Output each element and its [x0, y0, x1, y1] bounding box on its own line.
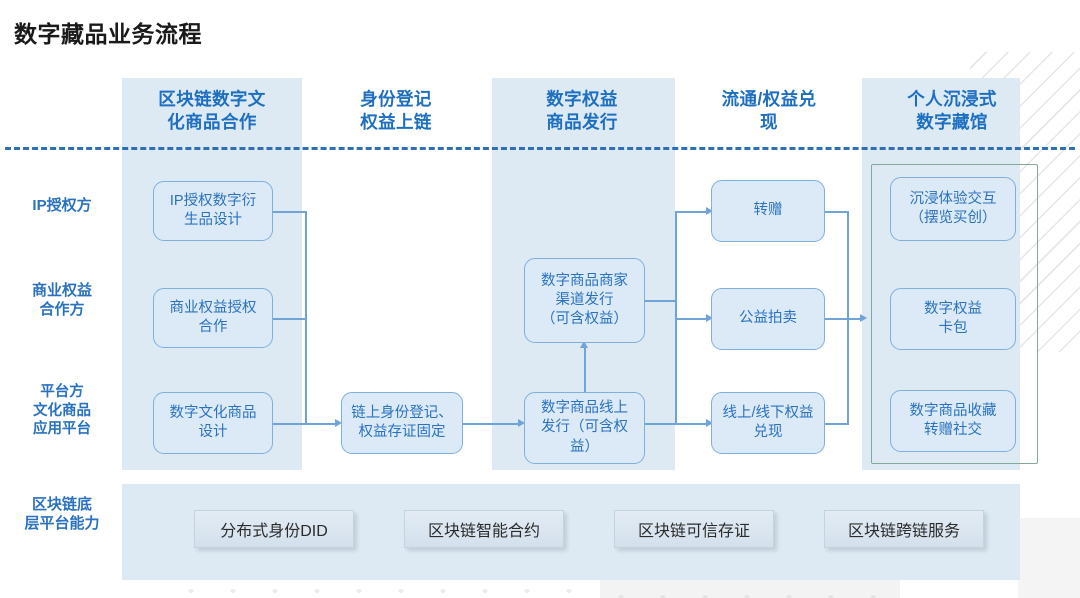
- connector-bus-to-museum: [825, 318, 863, 320]
- capability-smart-contract[interactable]: 区块链智能合约: [404, 510, 564, 548]
- box-cultural-goods-design[interactable]: 数字文化商品设计: [153, 392, 273, 454]
- corner-block-decoration: [1018, 518, 1080, 598]
- connector-online-to-merchant: [584, 348, 586, 393]
- box-rights-redemption[interactable]: 线上/线下权益兑现: [711, 392, 825, 454]
- column-header-identity-registration: 身份登记权益上链: [360, 89, 432, 133]
- box-immersive-experience[interactable]: 沉浸体验交互（摆览买创）: [890, 177, 1016, 241]
- page-title: 数字藏品业务流程: [14, 21, 202, 47]
- arrow-into-online-issue: [518, 419, 525, 427]
- row-label-ip-licensor: IP授权方: [32, 197, 92, 214]
- connector-commercial-to-hub: [273, 318, 306, 320]
- arrow-into-museum: [860, 314, 867, 322]
- capability-cross-chain-service[interactable]: 区块链跨链服务: [824, 510, 984, 548]
- box-rights-card-package[interactable]: 数字权益卡包: [890, 288, 1016, 350]
- connector-redeem-to-museum-bus: [825, 423, 849, 425]
- column-header-rights-issuance: 数字权益商品发行: [546, 89, 618, 133]
- column-header-blockchain-cooperation: 区块链数字文化商品合作: [158, 89, 266, 133]
- connector-bus-to-chain-identity: [305, 423, 336, 425]
- header-divider: [5, 147, 1075, 150]
- connector-online-to-hub: [645, 423, 676, 425]
- arrow-into-auction: [706, 314, 713, 322]
- connector-cultural-to-hub: [273, 423, 306, 425]
- arrow-into-chain-identity: [335, 419, 342, 427]
- connector-chain-identity-to-online-issue: [463, 423, 521, 425]
- box-online-issuance[interactable]: 数字商品线上发行（可含权益）: [524, 392, 645, 464]
- connector-gift-to-museum-bus: [825, 211, 849, 213]
- row-label-blockchain-layer: 区块链底层平台能力: [24, 496, 100, 533]
- row-label-commercial-partner: 商业权益合作方: [31, 282, 92, 319]
- connector-column1-bus: [305, 211, 307, 424]
- box-ip-derivative-design[interactable]: IP授权数字衍生品设计: [153, 181, 273, 241]
- box-commercial-rights-cooperation[interactable]: 商业权益授权合作: [153, 288, 273, 348]
- arrow-into-gift: [706, 207, 713, 215]
- personal-museum-container: [871, 164, 1038, 464]
- box-collection-social[interactable]: 数字商品收藏转赠社交: [890, 390, 1016, 452]
- connector-column4-bus: [847, 211, 849, 424]
- box-chain-identity-registration[interactable]: 链上身份登记、权益存证固定: [341, 392, 463, 454]
- connector-hub-to-gift: [675, 211, 708, 213]
- box-gift-transfer[interactable]: 转赠: [711, 180, 825, 242]
- connector-ip-to-hub: [273, 211, 306, 213]
- connector-hub-to-auction: [675, 318, 708, 320]
- connector-hub-to-redeem: [675, 423, 708, 425]
- connector-column3-bus: [675, 211, 677, 424]
- arrow-into-merchant-issue: [580, 341, 588, 348]
- connector-merchant-to-hub: [645, 300, 676, 302]
- column-header-personal-museum: 个人沉浸式数字藏馆: [907, 89, 997, 133]
- capability-trusted-evidence[interactable]: 区块链可信存证: [614, 510, 774, 548]
- arrow-into-redeem: [706, 419, 713, 427]
- column-header-circulation-redemption: 流通/权益兑现: [721, 89, 817, 133]
- capability-distributed-identity[interactable]: 分布式身份DID: [194, 510, 354, 548]
- box-charity-auction[interactable]: 公益拍卖: [711, 288, 825, 350]
- row-label-platform: 平台方文化商品应用平台: [33, 384, 91, 438]
- box-merchant-channel-issuance[interactable]: 数字商品商家渠道发行（可含权益）: [524, 258, 645, 343]
